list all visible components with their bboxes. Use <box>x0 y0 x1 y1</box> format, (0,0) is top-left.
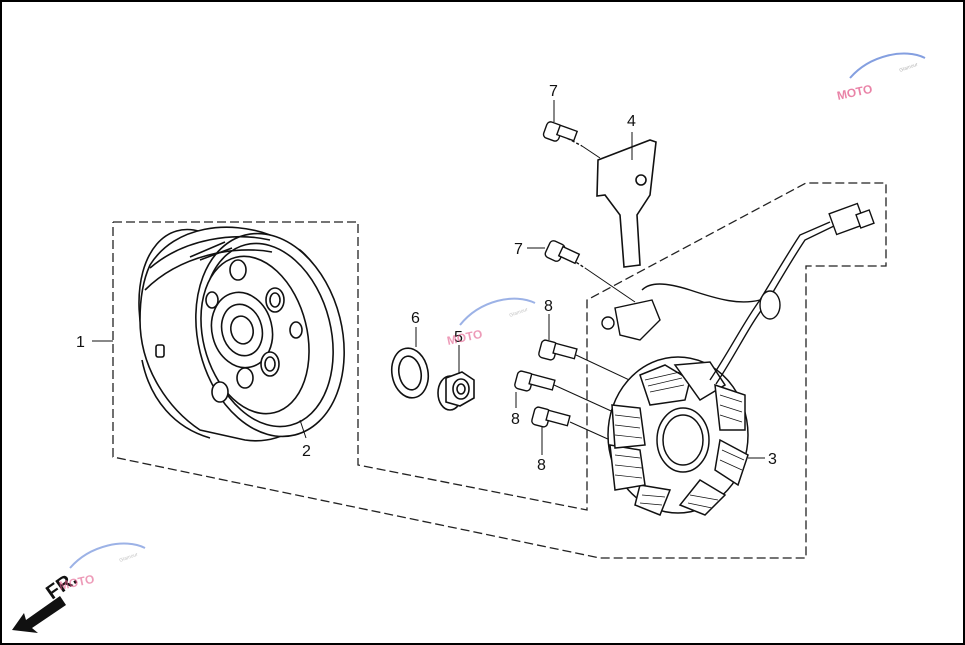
callout-4: 4 <box>627 113 636 130</box>
watermark-bottom-left: MOTO Glamour <box>58 542 146 593</box>
watermark-top-right: MOTO Glamour <box>836 52 926 103</box>
cable-bracket <box>596 139 657 268</box>
bolt-8-c <box>531 406 571 428</box>
bolt-7-mid <box>544 240 586 269</box>
callout-1: 1 <box>76 334 85 351</box>
watermark-text: MOTO <box>446 327 484 348</box>
wire-harness <box>601 202 875 385</box>
callout-2: 2 <box>302 443 311 460</box>
stator-coil <box>607 356 749 516</box>
callout-7-mid: 7 <box>514 241 523 258</box>
washer <box>390 347 430 399</box>
bolt-8-a <box>538 339 578 361</box>
callout-8-b: 8 <box>511 411 520 428</box>
callout-8-a: 8 <box>544 298 553 315</box>
callout-7-top: 7 <box>549 83 558 100</box>
arrow-icon <box>12 596 66 633</box>
callout-5: 5 <box>454 329 463 346</box>
watermark-sub: Glamour <box>899 62 919 74</box>
watermark-text: MOTO <box>836 82 874 103</box>
flange-nut <box>437 371 475 411</box>
watermark-sub: Glamour <box>119 552 139 564</box>
bolt-7-top <box>542 121 583 147</box>
flywheel-rotor <box>138 226 345 442</box>
bolt-8-b <box>514 370 556 392</box>
watermark-sub: Glamour <box>509 307 529 319</box>
callout-8-c: 8 <box>537 457 546 474</box>
callout-leaders <box>92 100 765 459</box>
group-outline <box>112 182 887 559</box>
watermark-center: MOTO Glamour <box>446 297 536 348</box>
bolts <box>514 121 586 428</box>
callout-6: 6 <box>411 310 420 327</box>
callout-3: 3 <box>768 451 777 468</box>
